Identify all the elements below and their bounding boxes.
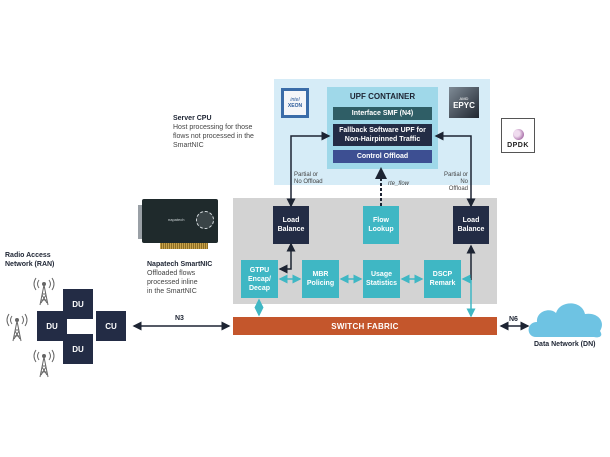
lb-to-gtpu-arrow [278, 242, 296, 274]
fallback-software-upf-block: Fallback Software UPF for Non-Hairpinned… [333, 124, 432, 146]
du-bottom-block: DU [63, 334, 93, 364]
server-cpu-desc-line: SmartNIC [173, 142, 204, 149]
block-label-line: Lookup [368, 226, 394, 233]
switch-fabric-bar: SWITCH FABRIC [233, 317, 497, 335]
ran-title-line: Network (RAN) [5, 261, 55, 268]
amd-epyc-logo: AMD EPYC [449, 87, 479, 118]
block-label-line: Decap [248, 284, 270, 292]
cu-block: CU [96, 311, 126, 341]
n3-label: N3 [175, 315, 184, 322]
smartnic-desc-line: in the SmartNIC [147, 288, 197, 295]
pcie-connector [160, 243, 208, 249]
block-label-line: Policing [306, 280, 335, 287]
interface-smf-n4-block: Interface SMF (N4) [333, 107, 432, 120]
du-top-block: DU [63, 289, 93, 319]
block-label-line: Usage [370, 271, 392, 278]
amd-logo-text: AMD [459, 95, 469, 101]
usage-statistics-block: Usage Statistics [363, 260, 400, 298]
block-label-line: Balance [457, 226, 485, 233]
dpdk-logo: DPDK [501, 118, 535, 153]
upf-container-title: UPF CONTAINER [349, 92, 416, 101]
mbr-policing-block: MBR Policing [302, 260, 339, 298]
block-label-line: Remark [429, 280, 456, 287]
xeon-logo-text: XEON [287, 103, 303, 109]
du-middle-block: DU [37, 311, 67, 341]
offload-arrow-left [286, 131, 331, 208]
block-label-line: Flow [373, 217, 389, 224]
server-cpu-description: Server CPU Host processing for those flo… [173, 114, 254, 150]
smartnic-desc-line: processed inline [147, 279, 198, 286]
gtpu-encap-decap-block: GTPU Encap/ Decap [241, 260, 278, 298]
block-label-line: MBR [312, 271, 329, 278]
dpdk-swirl-icon [512, 129, 524, 140]
du-label: DU [46, 321, 58, 331]
smartnic-title: Napatech SmartNIC [147, 261, 213, 268]
interface-smf-label: Interface SMF (N4) [351, 110, 414, 117]
cu-label: CU [105, 321, 117, 331]
data-network-cloud-icon [528, 303, 603, 338]
block-label-line: Load [282, 217, 300, 224]
smartnic-desc-line: Offloaded flows [147, 270, 196, 277]
block-label-line: Balance [277, 226, 305, 233]
ran-title-line: Radio Access [5, 252, 51, 259]
epyc-logo-text: EPYC [453, 100, 475, 110]
load-balance-right-block: Load Balance [453, 206, 489, 244]
radio-tower-icon-top [33, 277, 55, 306]
fallback-label-line: Fallback Software UPF for [339, 127, 426, 134]
control-offload-block: Control Offload [333, 150, 432, 163]
du-label: DU [72, 299, 84, 309]
du-label: DU [72, 344, 84, 354]
ran-title: Radio Access Network (RAN) [5, 251, 54, 269]
intel-xeon-logo: intel XEON [281, 88, 309, 118]
load-balance-left-block: Load Balance [273, 206, 309, 244]
block-label-line: Encap/ [248, 275, 271, 283]
flow-lookup-block: Flow Lookup [363, 206, 399, 244]
fallback-label-line: Non-Hairpinned Traffic [344, 136, 421, 143]
smartnic-description: Napatech SmartNIC Offloaded flows proces… [147, 260, 212, 296]
block-label-line: Statistics [365, 280, 398, 287]
fan-icon [196, 211, 214, 229]
server-cpu-desc-line: Host processing for those [173, 124, 253, 131]
block-label-line: Load [462, 217, 480, 224]
offload-arrow-right [434, 131, 476, 208]
block-label-line: DSCP [432, 271, 453, 278]
rte-flow-label: rte_flow [388, 181, 410, 187]
server-cpu-desc-line: flows not processed in the [173, 133, 254, 140]
dscp-remark-block: DSCP Remark [424, 260, 461, 298]
card-brand-text: napatech [168, 217, 185, 222]
server-cpu-title: Server CPU [173, 115, 212, 122]
control-offload-label: Control Offload [356, 153, 409, 160]
smartnic-card-image: napatech [138, 197, 220, 252]
data-network-label: Data Network (DN) [534, 341, 596, 348]
radio-tower-icon-bottom [33, 349, 55, 378]
intel-logo-text: intel [290, 97, 300, 103]
block-label-line: GTPU [249, 266, 270, 274]
n6-label: N6 [509, 316, 518, 323]
dpdk-logo-text: DPDK [507, 142, 529, 149]
radio-tower-icon-middle [6, 313, 28, 342]
